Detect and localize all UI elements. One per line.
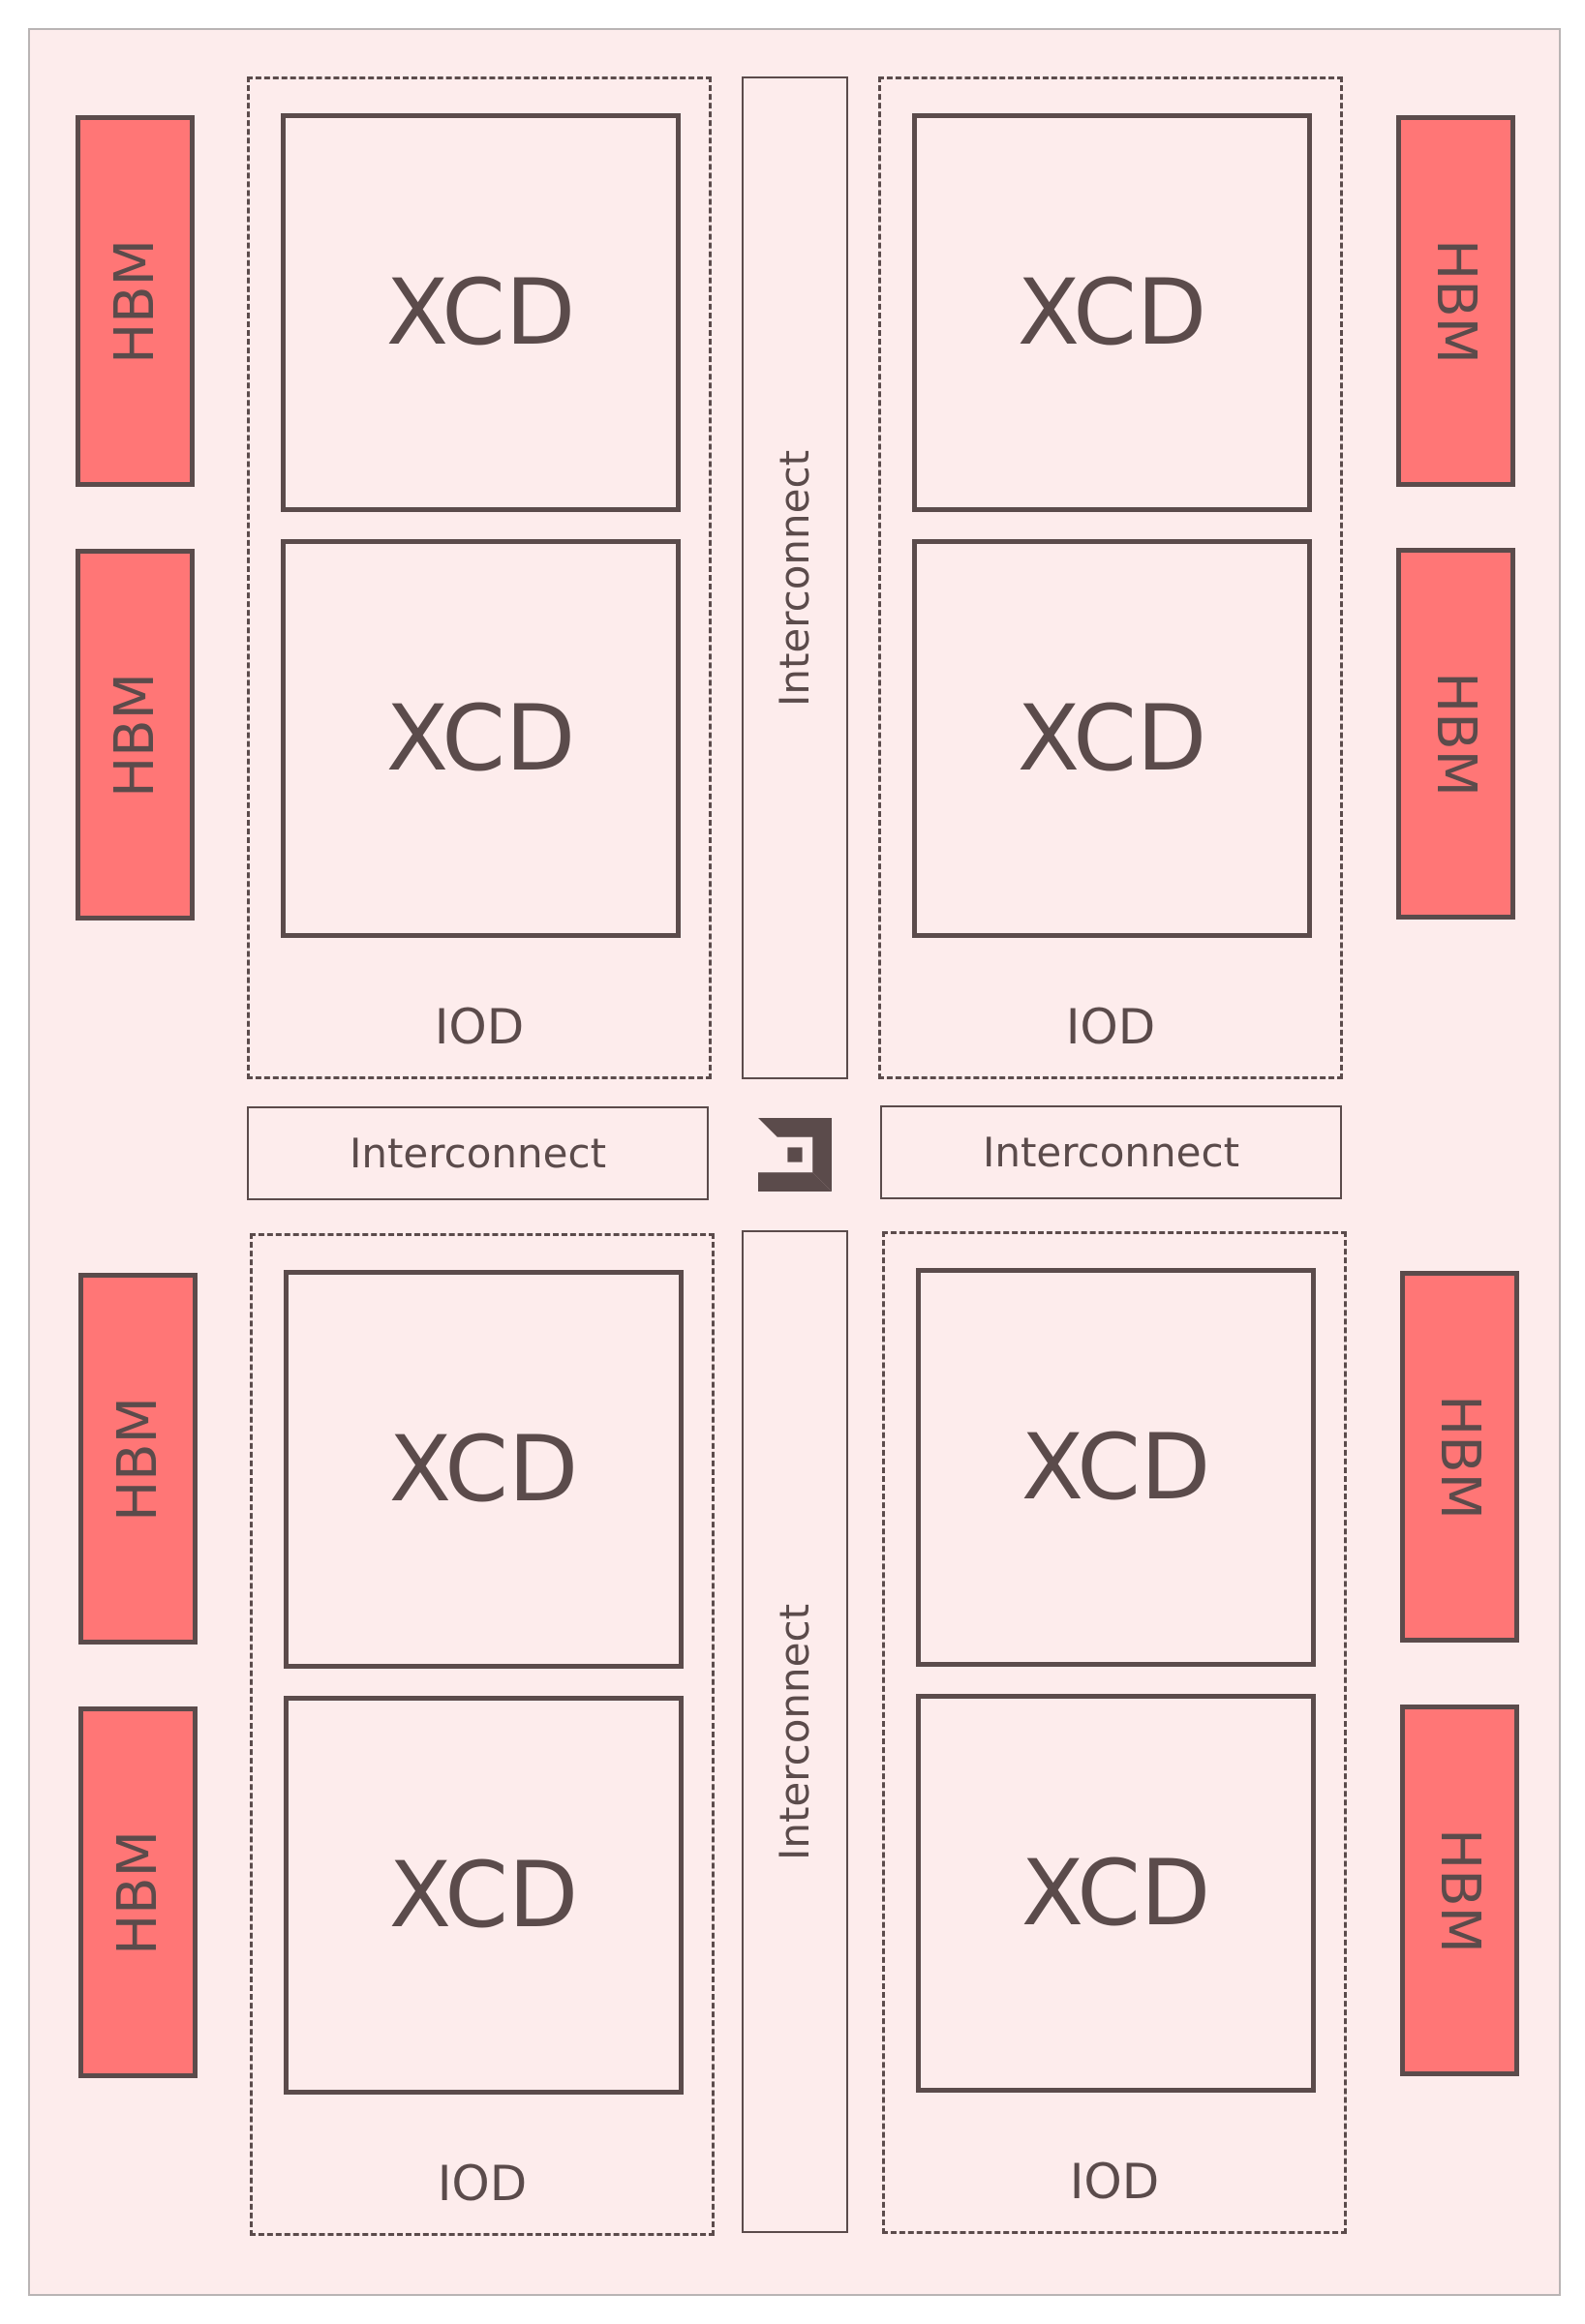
xcd-bottom-left-2: XCD: [284, 1696, 684, 2095]
xcd-label: XCD: [1021, 1414, 1211, 1521]
interconnect-vertical-top: Interconnect: [742, 76, 848, 1079]
interconnect-label: Interconnect: [771, 1603, 819, 1860]
xcd-label: XCD: [385, 259, 576, 366]
iod-bottom-left: XCD XCD IOD: [250, 1233, 715, 2236]
xcd-label: XCD: [388, 1416, 579, 1523]
hbm-left-2: HBM: [76, 549, 195, 921]
hbm-right-3: HBM: [1400, 1271, 1519, 1643]
xcd-label: XCD: [1017, 259, 1207, 366]
hbm-right-4: HBM: [1400, 1705, 1519, 2076]
hbm-left-4: HBM: [78, 1706, 198, 2078]
interconnect-vertical-bottom: Interconnect: [742, 1230, 848, 2233]
xcd-bottom-left-1: XCD: [284, 1270, 684, 1669]
hbm-label: HBM: [107, 1396, 169, 1522]
hbm-label: HBM: [1428, 1394, 1491, 1520]
interconnect-label: Interconnect: [771, 449, 819, 707]
hbm-label: HBM: [104, 672, 167, 798]
iod-top-left: XCD XCD IOD: [247, 76, 712, 1079]
iod-label: IOD: [434, 999, 525, 1055]
xcd-bottom-right-2: XCD: [916, 1694, 1316, 2093]
iod-label: IOD: [1065, 999, 1156, 1055]
hbm-label: HBM: [104, 238, 167, 364]
xcd-top-right-1: XCD: [912, 113, 1312, 512]
xcd-label: XCD: [388, 1842, 579, 1948]
iod-top-right: XCD XCD IOD: [878, 76, 1343, 1079]
hbm-label: HBM: [1428, 1827, 1491, 1953]
xcd-bottom-right-1: XCD: [916, 1268, 1316, 1667]
hbm-right-1: HBM: [1396, 115, 1515, 487]
hbm-label: HBM: [107, 1829, 169, 1955]
hbm-left-1: HBM: [76, 115, 195, 487]
xcd-top-left-1: XCD: [281, 113, 681, 512]
interconnect-horizontal-right: Interconnect: [880, 1105, 1342, 1199]
hbm-label: HBM: [1424, 238, 1487, 364]
iod-label: IOD: [1069, 2154, 1160, 2210]
hbm-left-3: HBM: [78, 1273, 198, 1645]
hbm-right-2: HBM: [1396, 548, 1515, 920]
xcd-label: XCD: [1021, 1840, 1211, 1947]
xcd-top-right-2: XCD: [912, 539, 1312, 938]
iod-bottom-right: XCD XCD IOD: [882, 1231, 1347, 2234]
interconnect-label: Interconnect: [349, 1130, 607, 1177]
interconnect-label: Interconnect: [982, 1129, 1240, 1176]
amd-logo-icon: [758, 1118, 832, 1192]
chip-package: XCD XCD IOD XCD XCD IOD XCD XCD IOD XCD …: [28, 28, 1561, 2296]
iod-label: IOD: [437, 2156, 528, 2212]
xcd-label: XCD: [1017, 685, 1207, 792]
hbm-label: HBM: [1424, 671, 1487, 797]
xcd-top-left-2: XCD: [281, 539, 681, 938]
interconnect-horizontal-left: Interconnect: [247, 1106, 709, 1200]
xcd-label: XCD: [385, 685, 576, 792]
